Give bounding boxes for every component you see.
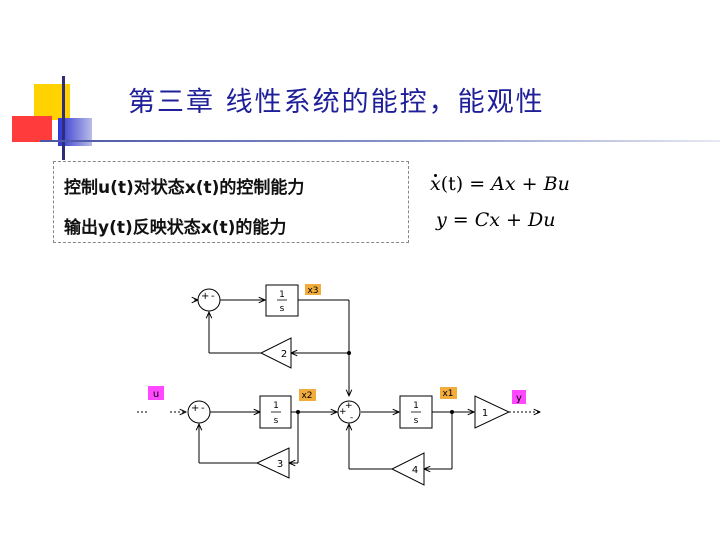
sum-sign: + bbox=[339, 407, 347, 417]
gain-block-2: 2 bbox=[259, 337, 292, 369]
decor-vertical-line bbox=[62, 76, 65, 160]
integrator-block-x1: 1 s bbox=[399, 395, 433, 429]
state-derivative-symbol: x bbox=[430, 173, 441, 195]
gain-block-3: 3 bbox=[255, 447, 290, 479]
sum-sign: - bbox=[201, 403, 205, 414]
state-equation-arg: (t) bbox=[440, 173, 464, 195]
title-underline bbox=[40, 140, 720, 142]
sum-sign: + bbox=[201, 291, 209, 302]
integrator-denominator: s bbox=[280, 304, 285, 314]
branch-dot-x3 bbox=[347, 351, 351, 355]
observability-description: 输出y(t)反映状态x(t)的能力 bbox=[64, 218, 287, 238]
gain-label: 3 bbox=[277, 459, 283, 470]
input-port-label: u bbox=[153, 389, 159, 400]
branch-dot-x2 bbox=[296, 410, 300, 414]
gain-label: 4 bbox=[412, 465, 418, 476]
output-port-label: y bbox=[516, 393, 522, 404]
integrator-block-x2: 1 s bbox=[259, 395, 292, 429]
output-port-y: y bbox=[512, 390, 526, 404]
page-title: 第三章 线性系统的能控，能观性 bbox=[128, 87, 545, 118]
state-equation-rhs: = Ax + Bu bbox=[463, 173, 570, 195]
branch-dot-x1 bbox=[450, 410, 454, 414]
controllability-description: 控制u(t)对状态x(t)的控制能力 bbox=[64, 178, 305, 198]
integrator-numerator: 1 bbox=[279, 290, 285, 300]
decor-red-square bbox=[12, 116, 52, 142]
state-label-x1: x1 bbox=[440, 387, 457, 399]
state-label-x2: x2 bbox=[299, 389, 316, 401]
integrator-denominator: s bbox=[274, 416, 279, 426]
sum-sign: + bbox=[191, 403, 199, 414]
sum-sign: - bbox=[350, 413, 353, 423]
sum-junction-top: + - bbox=[197, 288, 221, 312]
description-box: 控制u(t)对状态x(t)的控制能力 输出y(t)反映状态x(t)的能力 bbox=[53, 161, 409, 243]
integrator-denominator: s bbox=[414, 416, 419, 426]
state-label-text: x3 bbox=[307, 286, 318, 296]
sum-junction-left: + - bbox=[187, 400, 211, 424]
output-equation: y = Cx + Du bbox=[436, 209, 556, 231]
gain-label: 2 bbox=[281, 349, 287, 360]
gain-label: 1 bbox=[482, 408, 488, 419]
sum-sign: - bbox=[211, 291, 215, 302]
integrator-block-x3: 1 s bbox=[265, 284, 299, 317]
integrator-numerator: 1 bbox=[273, 401, 279, 411]
integrator-numerator: 1 bbox=[413, 401, 419, 411]
state-label-text: x2 bbox=[301, 391, 312, 401]
gain-block-1: 1 bbox=[474, 395, 511, 429]
state-equation: x(t) = Ax + Bu bbox=[430, 173, 570, 195]
state-label-text: x1 bbox=[442, 389, 453, 399]
sum-junction-mid: + + - bbox=[337, 400, 361, 424]
state-label-x3: x3 bbox=[305, 284, 321, 296]
gain-block-4: 4 bbox=[390, 452, 425, 486]
input-port-u: u bbox=[148, 386, 164, 400]
sum-sign: + bbox=[345, 401, 353, 411]
